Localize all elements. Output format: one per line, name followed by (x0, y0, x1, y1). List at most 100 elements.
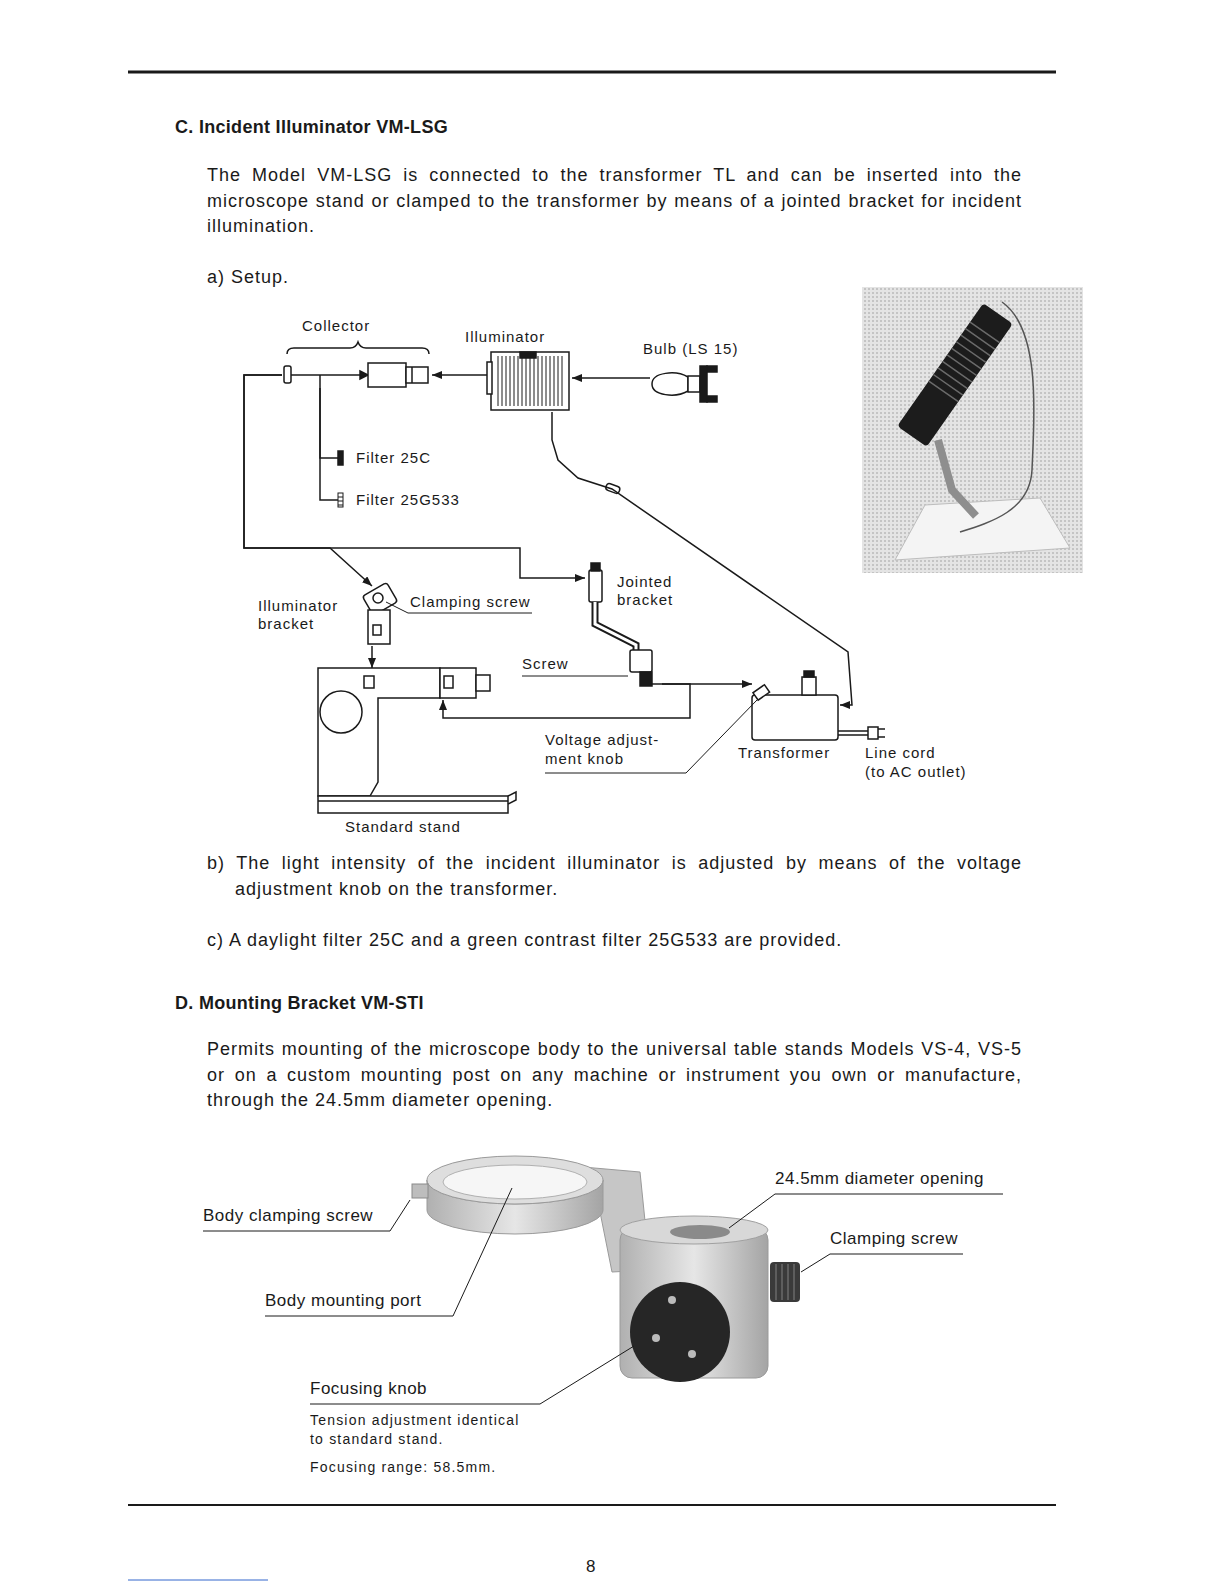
label-holder: 24.5mm diameter opening (775, 1168, 984, 1190)
leader-line (801, 1254, 963, 1272)
arrowhead (360, 371, 368, 379)
cooling-fins (498, 356, 562, 406)
part-label: Bulb (LS 15) (643, 340, 738, 358)
callout-label: Focusing range: 58.5mm. (310, 1458, 496, 1477)
bracket-screw (652, 683, 662, 685)
label-holder: Line cord (865, 744, 936, 762)
body-text: b) The light intensity of the incident i… (207, 851, 1022, 902)
post-opening (670, 1225, 730, 1239)
connector (320, 388, 338, 458)
transformer-post (802, 677, 816, 695)
mounting-ring (427, 1156, 603, 1204)
callout-label: a) Setup. (207, 266, 289, 289)
clamping-screw-knob (770, 1262, 800, 1302)
photo-base (895, 498, 1070, 560)
connector (244, 375, 372, 586)
part-box: Standard stand (318, 668, 492, 700)
part-label: Transformer (738, 744, 830, 762)
part-box: Transformer (752, 676, 840, 742)
bracket-window (373, 625, 381, 635)
callout-label: c) A daylight filter 25C and a green con… (207, 929, 842, 952)
stand-arm (440, 668, 476, 698)
part-box: Filter 25G533 (338, 490, 464, 510)
label-holder: 8 (586, 1556, 595, 1578)
leader-line (729, 1194, 1003, 1228)
label-holder: Voltage adjust- ment knob (545, 730, 680, 768)
section-heading: D. Mounting Bracket VM-STI (175, 992, 424, 1015)
part-label: Filter 25C (356, 449, 431, 467)
photo-illuminator (897, 303, 1013, 447)
transformer-body (752, 695, 838, 740)
connector (371, 646, 373, 668)
plug (878, 729, 885, 737)
connector (244, 375, 585, 578)
label-holder: Body clamping screw (203, 1205, 373, 1227)
photo (862, 287, 1083, 573)
leader-line (310, 1346, 634, 1404)
part-label: Standard stand (345, 818, 461, 836)
knob-dot (652, 1334, 660, 1342)
transformer-post (804, 671, 814, 677)
label-holder: b) The light intensity of the incident i… (207, 851, 1022, 902)
callout-label: 24.5mm diameter opening (775, 1168, 984, 1190)
collector-ring (284, 366, 291, 383)
callout-label: Line cord (865, 744, 936, 762)
collector-tube (411, 367, 413, 383)
page-rule (128, 71, 1056, 74)
callout-label: Focusing knob (310, 1378, 427, 1400)
part-box: Filter 25C (338, 448, 436, 468)
line-cord (838, 731, 868, 735)
photo-arm (938, 440, 976, 516)
label-holder: D. Mounting Bracket VM-STI (175, 992, 424, 1015)
label-holder: a) Setup. (207, 266, 289, 289)
part-box: Collector (282, 362, 432, 388)
edge-mark (128, 1580, 268, 1581)
collector-tube (406, 367, 428, 383)
leader-line (545, 700, 757, 773)
body-text: The Model VM-LSG is connected to the tra… (207, 163, 1022, 240)
stand-base (318, 800, 508, 802)
connector (552, 412, 852, 705)
label-holder: Permits mounting of the microscope body … (207, 1037, 1022, 1114)
label-holder: (to AC outlet) (865, 763, 967, 781)
section-heading: C. Incident Illuminator VM-LSG (175, 116, 448, 139)
label-holder: Clamping screw (410, 593, 531, 611)
bracket-clamp (630, 650, 652, 672)
body-clamping-screw (412, 1184, 428, 1198)
bulb-base (688, 376, 700, 392)
assembly-line (291, 374, 361, 376)
bulb-flange (707, 396, 717, 402)
label-holder: Focusing range: 58.5mm. (310, 1458, 496, 1477)
part-box: Bulb (LS 15) (650, 362, 720, 407)
part-box: Jointed bracket (585, 562, 662, 692)
bulb-flange (700, 366, 707, 402)
focusing-knob (630, 1282, 730, 1382)
bracket-cap (591, 563, 600, 571)
callout-label: Screw (522, 655, 569, 673)
part-label: Collector (302, 317, 370, 335)
bracket-block-top (620, 1216, 768, 1244)
part-label: Illuminator bracket (258, 597, 348, 633)
label-holder: c) A daylight filter 25C and a green con… (207, 929, 842, 952)
illuminator-plate (520, 352, 536, 358)
stand-base (508, 792, 516, 804)
label-holder: Screw (522, 655, 569, 673)
stand-knob (476, 675, 490, 691)
part-box: Illuminator bracket (362, 586, 398, 646)
filter-symbol (338, 451, 343, 465)
knob-dot (668, 1296, 676, 1304)
callout-label: Body clamping screw (203, 1205, 373, 1227)
connector (443, 684, 690, 718)
part-label: Filter 25G533 (356, 491, 460, 509)
collector-tube (368, 363, 406, 387)
page-rule (128, 1504, 1056, 1506)
stand-base (318, 796, 508, 813)
connector (320, 388, 338, 500)
callout-label: (to AC outlet) (865, 763, 967, 781)
body-text: Permits mounting of the microscope body … (207, 1037, 1022, 1114)
photo (862, 287, 1083, 573)
filter-symbol (338, 497, 343, 505)
leader-line (203, 1200, 410, 1231)
